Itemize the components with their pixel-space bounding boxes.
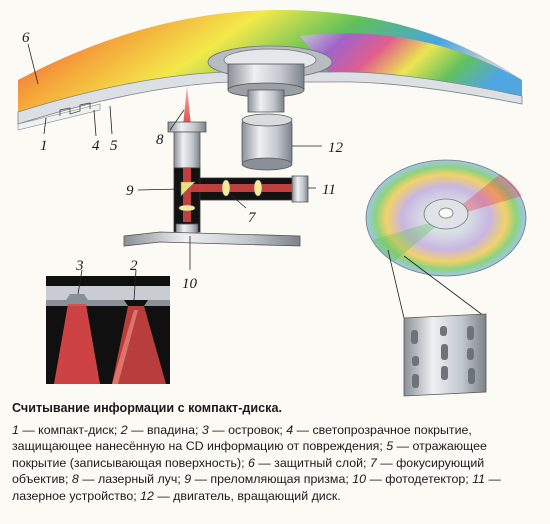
label-4: 4	[92, 138, 100, 154]
label-6: 6	[22, 30, 30, 46]
zoom-line-b	[403, 255, 485, 317]
horizontal-laser-path	[190, 184, 292, 192]
caption-item: 4 — светопрозрачное покрытие, защищающее…	[12, 422, 472, 454]
cd-hole	[438, 207, 454, 219]
closeup-island-profile	[46, 294, 106, 306]
disc-edge-front	[17, 103, 101, 131]
guide-rail	[123, 231, 301, 247]
closeup-pit-profile	[106, 300, 170, 306]
closeup-island-beam	[54, 304, 100, 384]
compact-disc-cutaway	[17, 10, 523, 131]
label-1: 1	[40, 138, 48, 154]
caption-item: 10 — фотодетектор;	[352, 472, 473, 487]
motor-top	[241, 113, 293, 127]
caption-item: 2 — впадина;	[120, 422, 202, 437]
caption-item: 12 — двигатель, вращающий диск.	[140, 488, 341, 503]
label-2: 2	[130, 258, 138, 274]
caption-item: 6 — защитный слой;	[248, 455, 370, 470]
lens-a	[221, 179, 231, 197]
disc-edge-layers	[17, 71, 523, 125]
caption-item: 1 — компакт-диск;	[12, 422, 121, 437]
laser-device	[291, 175, 309, 203]
caption-item: 11 — лазерное устройство;	[12, 472, 501, 503]
caption-item: 7 — фокусирующий объектив;	[12, 455, 485, 487]
disc-surface-right	[300, 33, 522, 96]
leader-lines	[27, 43, 322, 301]
closeup-pit-beam	[112, 306, 166, 384]
number-labels: 6 1 4 5 8 12 9 7 11 10 3 2	[22, 30, 344, 292]
figure-caption: Считывание информации с компакт-диска. 1…	[12, 400, 538, 505]
label-8: 8	[156, 132, 164, 148]
spindle-shaft	[247, 89, 285, 113]
cd-reading-diagram: 6 1 4 5 8 12 9 7 11 10 3 2	[17, 10, 527, 397]
pit-marks	[411, 326, 475, 388]
focusing-lens	[253, 179, 263, 197]
cd-sheen-green	[372, 218, 446, 262]
closeup-island-layer	[46, 286, 106, 300]
head-tube	[173, 131, 201, 169]
caption-title: Считывание информации с компакт-диска.	[12, 401, 282, 415]
objective-top	[167, 121, 207, 133]
pit-island-closeups	[46, 276, 170, 384]
closeup-pit-layer	[106, 286, 170, 300]
caption-item: 3 — островок;	[201, 422, 287, 437]
zoom-line-a	[387, 249, 405, 319]
motor-bottom	[241, 157, 293, 171]
disc-pits-profile	[59, 102, 91, 116]
optical-head	[123, 121, 309, 247]
lens-b	[178, 204, 196, 212]
caption-item: 8 — лазерный луч;	[71, 472, 185, 487]
laser-beam	[183, 86, 191, 126]
label-7: 7	[248, 210, 257, 226]
label-5: 5	[110, 138, 118, 154]
label-10: 10	[182, 276, 198, 292]
caption-item: 5 — отражающее покрытие (записывающая по…	[12, 439, 487, 470]
caption-legend: 1 — компакт-диск; 2 — впадина; 3 — остро…	[12, 422, 538, 505]
label-3: 3	[75, 258, 84, 274]
cd-illustration	[365, 159, 527, 397]
label-11: 11	[322, 182, 336, 198]
label-12: 12	[328, 140, 344, 156]
closeup-pit-scatter	[112, 310, 138, 384]
caption-item: 9 — преломляющая призма;	[184, 472, 353, 487]
label-9: 9	[126, 183, 134, 199]
motor-12	[227, 63, 305, 171]
vertical-laser-path	[183, 168, 191, 222]
